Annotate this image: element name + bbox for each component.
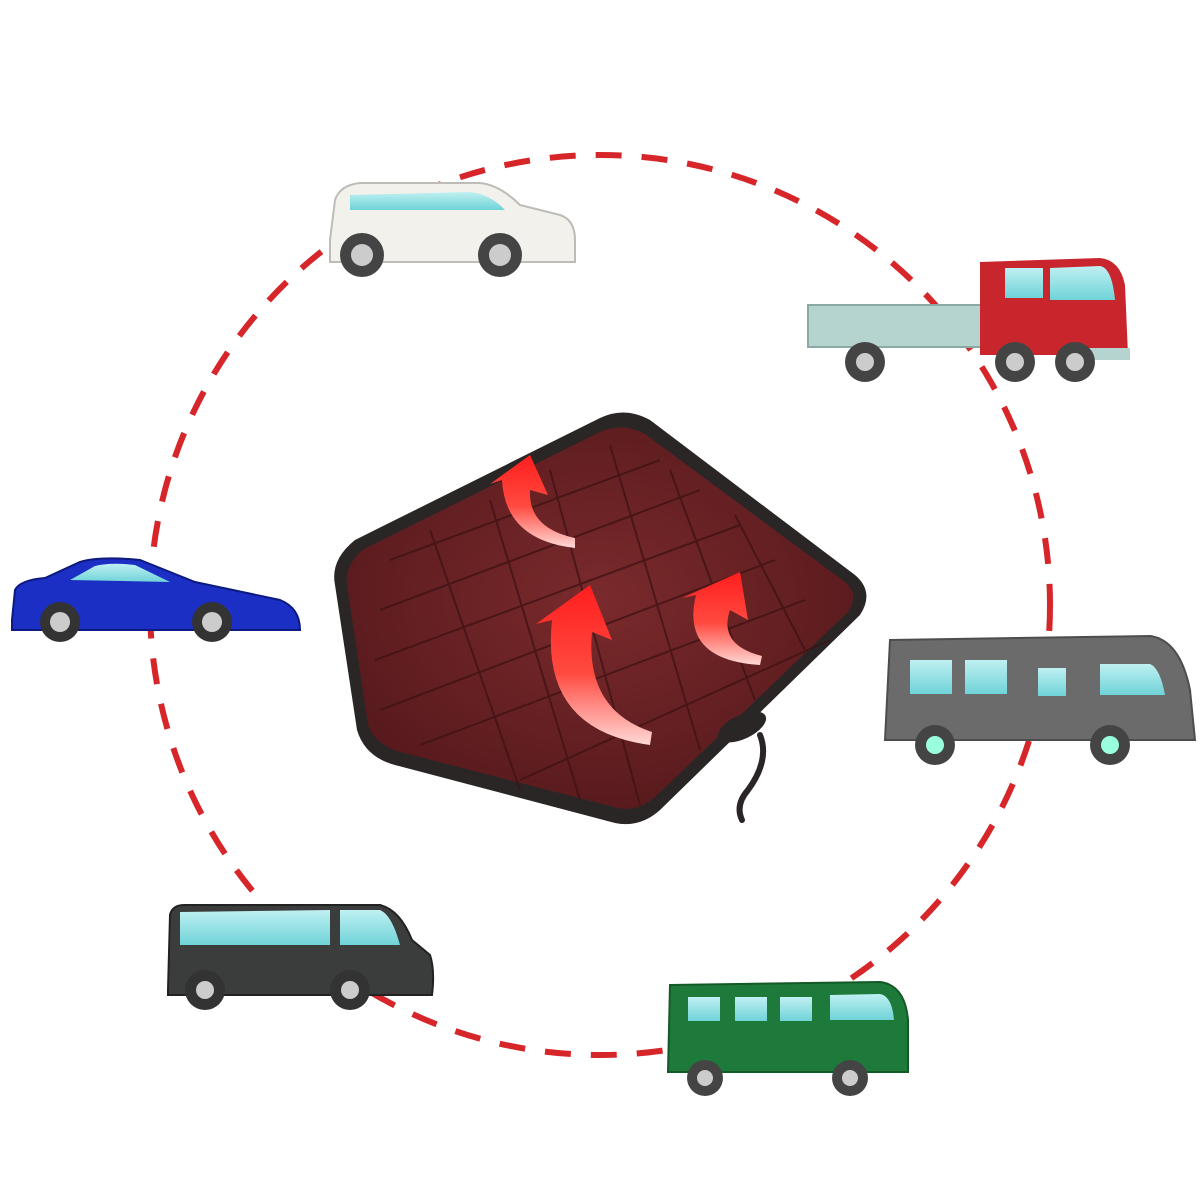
dark-gray-minivan-icon	[167, 904, 435, 1010]
blue-sports-car-icon	[11, 557, 302, 642]
heat-arrow-top	[490, 455, 575, 548]
dashed-ring	[147, 152, 1053, 1058]
heat-arrow-center	[536, 585, 652, 745]
cushion-quilting	[374, 444, 831, 806]
green-minibus-icon	[666, 980, 909, 1096]
cushion-controller	[717, 711, 767, 743]
heat-arrows	[490, 455, 762, 745]
red-flatbed-truck-icon	[807, 258, 1130, 382]
gray-rv-camper-icon	[883, 634, 1197, 765]
white-hatchback-car-icon	[329, 182, 576, 277]
power-cord	[736, 732, 766, 823]
heat-arrow-right	[682, 572, 762, 665]
